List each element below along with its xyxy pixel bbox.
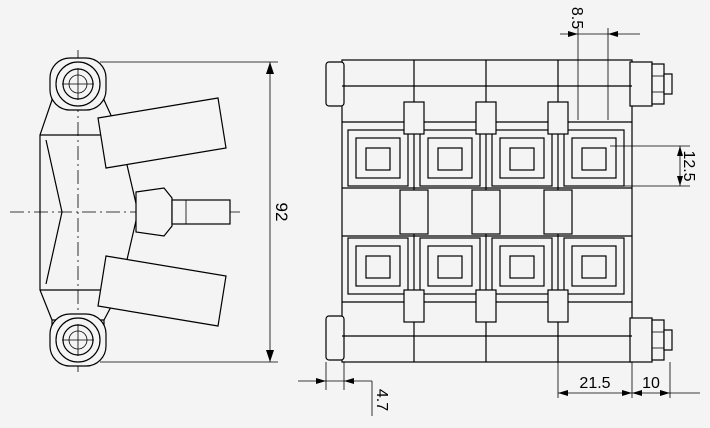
edge-offset-label: 4.7 xyxy=(373,389,390,411)
middle-link-3 xyxy=(543,189,573,235)
front-bottom-right-nut xyxy=(629,317,653,363)
side-view: 92 xyxy=(10,50,291,372)
terminal-top-3 xyxy=(491,129,553,187)
side-body-left-edge xyxy=(39,88,53,338)
terminal-top-1 xyxy=(347,129,409,187)
terminal-bottom-3 xyxy=(491,237,553,295)
side-top-nut-ring xyxy=(55,61,101,107)
terminal-top-2 xyxy=(419,129,481,187)
side-center-hex xyxy=(135,187,173,237)
side-upper-wire-tube xyxy=(97,97,227,169)
front-bottom-left-cap xyxy=(325,315,345,361)
middle-link-2 xyxy=(471,189,501,235)
terminal-top-4 xyxy=(563,129,625,187)
front-top-right-nut xyxy=(629,61,653,107)
side-bottom-nut-ring xyxy=(55,317,101,363)
terminal-bottom-4 xyxy=(563,237,625,295)
middle-link-1 xyxy=(399,189,429,235)
end-width-label: 10 xyxy=(642,375,660,392)
terminal-bottom-1 xyxy=(347,237,409,295)
height-dimension-label: 92 xyxy=(272,203,291,222)
front-view: 8.5 12.5 4.7 21.5 10 xyxy=(298,7,700,416)
row-pitch-label: 12.5 xyxy=(680,150,697,181)
front-top-left-cap xyxy=(325,61,345,107)
module-width-label: 21.5 xyxy=(579,375,610,392)
front-outer-frame xyxy=(341,59,633,363)
terminal-bottom-2 xyxy=(419,237,481,295)
side-lower-wire-tube xyxy=(97,255,227,327)
pitch-top-label: 8.5 xyxy=(568,7,585,29)
side-center-shaft xyxy=(171,199,231,225)
side-inner-chevron-left xyxy=(45,139,63,285)
